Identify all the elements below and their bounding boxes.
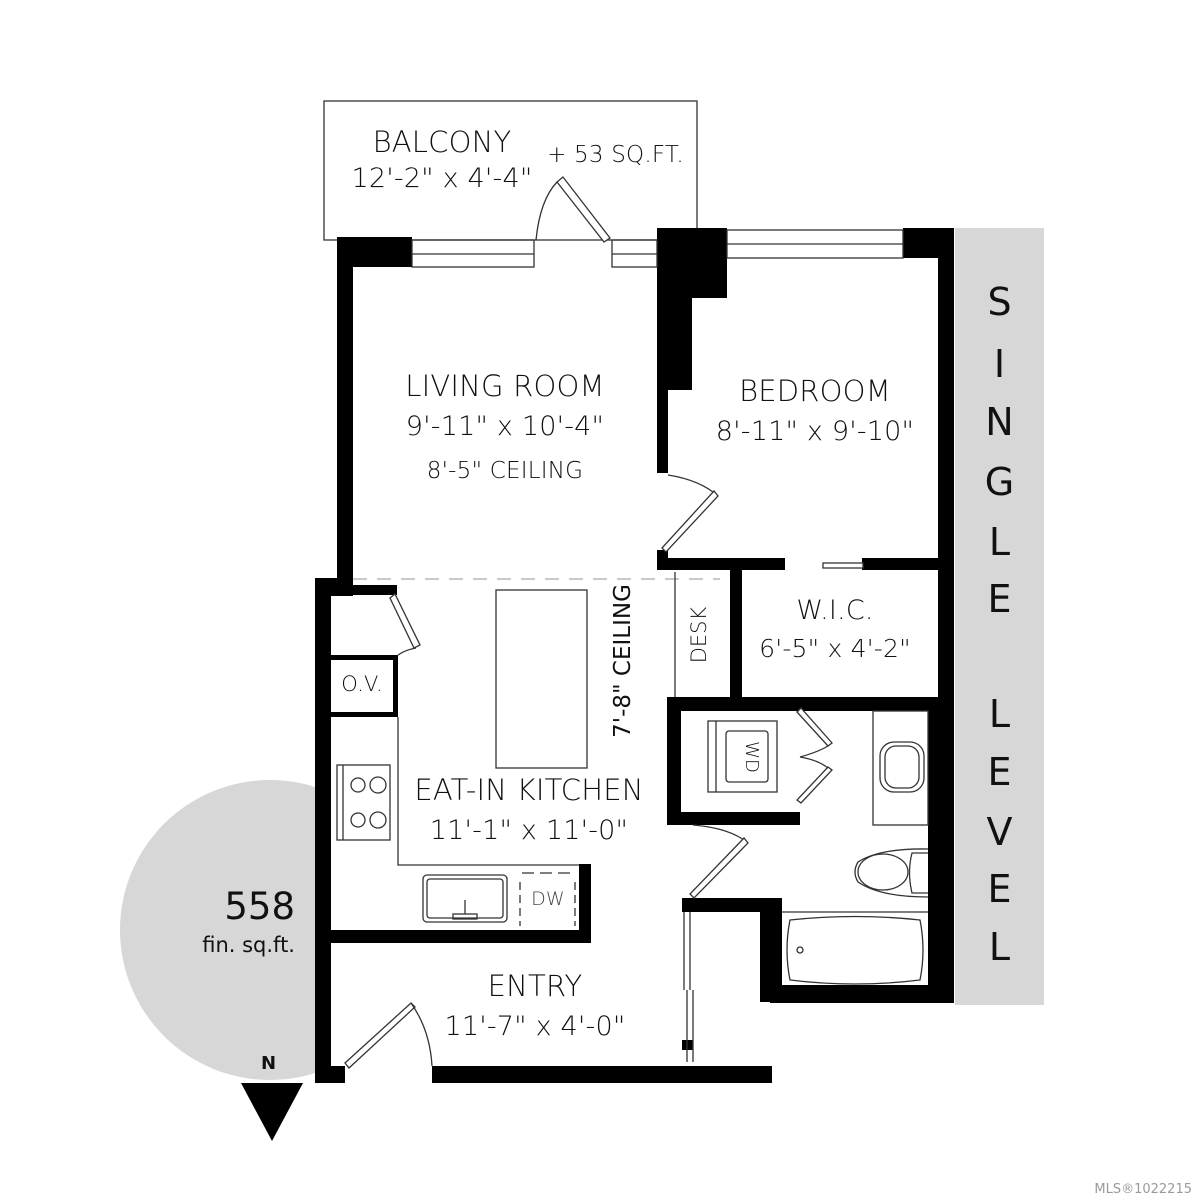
- level-letter: L: [988, 925, 1011, 969]
- dishwasher-label: DW: [531, 888, 565, 910]
- level-letter: E: [987, 577, 1012, 621]
- washer-dryer-label: WD: [741, 741, 762, 773]
- kitchen-dims: 11'-1" x 11'-0": [429, 815, 629, 846]
- wic-dims: 6'-5" x 4'-2": [759, 634, 911, 663]
- kitchen-ceiling: 7'-8" CEILING: [610, 584, 636, 738]
- entry-name: ENTRY: [487, 969, 583, 1003]
- finished-area-unit: fin. sq.ft.: [202, 933, 295, 957]
- level-letter: N: [985, 400, 1014, 444]
- balcony-extra-area: + 53 SQ.FT.: [547, 142, 684, 168]
- wic-name: W.I.C.: [796, 595, 874, 626]
- kitchen-name: EAT-IN KITCHEN: [414, 773, 644, 807]
- level-letter: L: [988, 692, 1011, 736]
- desk-label: DESK: [687, 606, 711, 664]
- level-letter: V: [986, 810, 1013, 854]
- north-arrow-icon: [241, 1083, 303, 1141]
- level-letter: I: [993, 342, 1006, 386]
- oven-label: O.V.: [341, 672, 383, 696]
- finished-area-value: 558: [224, 885, 295, 928]
- north-label: N: [261, 1053, 277, 1074]
- level-letter: E: [987, 750, 1012, 794]
- living-room-dims: 9'-11" x 10'-4": [405, 411, 605, 442]
- bedroom-dims: 8'-11" x 9'-10": [715, 416, 915, 447]
- living-room-ceiling: 8'-5" CEILING: [426, 458, 584, 484]
- mls-watermark: MLS®1022215: [1094, 1182, 1192, 1197]
- level-letter: L: [988, 520, 1011, 564]
- balcony-name: BALCONY: [372, 125, 512, 159]
- level-letter: E: [987, 867, 1012, 911]
- balcony-dims: 12'-2" x 4'-4": [351, 163, 533, 194]
- level-letter: G: [984, 460, 1015, 504]
- living-room-name: LIVING ROOM: [405, 369, 605, 403]
- single-level-band: S I N G L E L E V E L: [955, 228, 1044, 1005]
- bedroom-name: BEDROOM: [739, 374, 891, 408]
- level-letter: S: [987, 280, 1012, 324]
- entry-dims: 11'-7" x 4'-0": [444, 1011, 626, 1042]
